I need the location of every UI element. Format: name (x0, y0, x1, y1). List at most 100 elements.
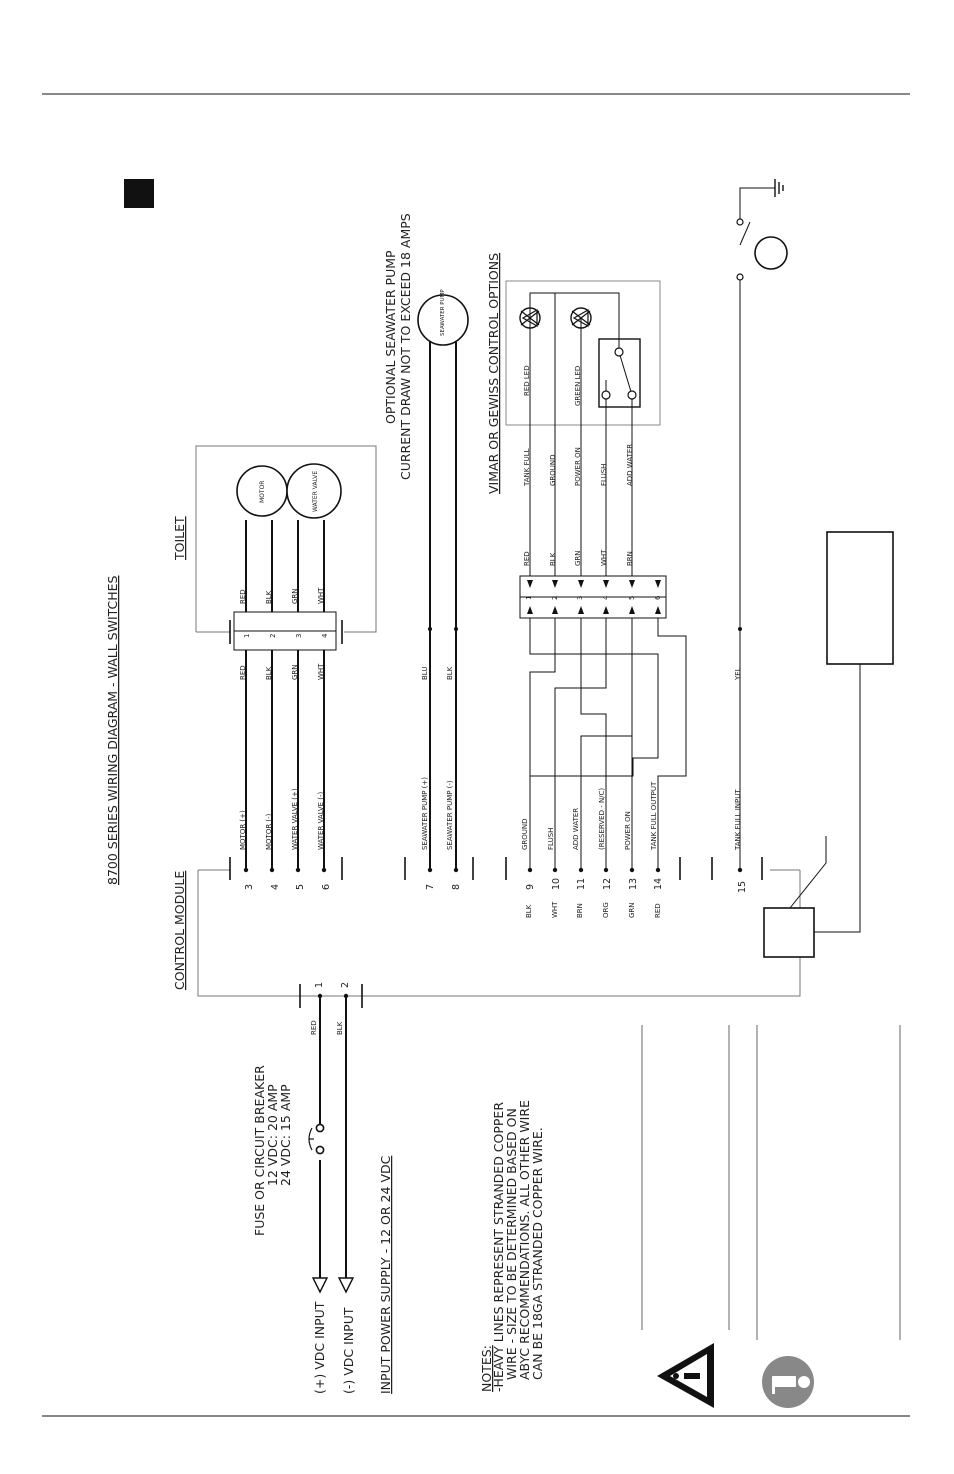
module-pin-5: 5 (295, 884, 306, 890)
switch-pin-6: 6 (654, 595, 662, 600)
label-ground: GROUND (521, 818, 529, 850)
fuse-line1: FUSE OR CIRCUIT BREAKER (252, 1065, 267, 1236)
diagram-title: 8700 SERIES WIRING DIAGRAM - WALL SWITCH… (105, 575, 120, 885)
water-valve-label: WATER VALVE (312, 471, 319, 512)
label-pump-neg: SEAWATER PUMP (-) (446, 780, 454, 850)
switch-wire-5: BRN (626, 551, 634, 566)
switch-wire-1: RED (523, 551, 531, 566)
wire-color-yel: YEL (734, 667, 742, 681)
green-led-label: GREEN LED (574, 366, 582, 406)
wire-color-input-red: RED (310, 1020, 318, 1035)
vdc-neg-label: (-) VDC INPUT (341, 1307, 356, 1394)
color-pin-14: RED (654, 903, 662, 918)
toilet-pin-1: 1 (243, 634, 251, 638)
warning-icon (657, 1343, 714, 1408)
color-pin-10: WHT (551, 901, 559, 918)
switch-pin-5: 5 (628, 596, 636, 600)
control-module-outline (197, 870, 801, 997)
notes-heading: NOTES: (479, 1345, 494, 1392)
switch-wire-3: GRN (574, 550, 582, 566)
control-module-label: CONTROL MODULE (172, 871, 187, 990)
module-pin-13: 13 (628, 878, 639, 890)
switch-func-1: TANK FULL (523, 448, 531, 487)
module-pin-8: 8 (451, 884, 462, 890)
neg-input-arrow (337, 1277, 355, 1294)
label-power-on: POWER ON (624, 811, 632, 850)
small-component-box (763, 907, 815, 958)
toilet-wire-4: WHT (317, 587, 325, 604)
note-line-4: CAN BE 18GA STRANDED COPPER WIRE. (530, 1127, 545, 1380)
toilet-pin-4: 4 (321, 633, 329, 638)
toilet-pin-3: 3 (295, 634, 303, 638)
module-pin-14: 14 (653, 878, 664, 890)
wire-color-grn: GRN (291, 664, 299, 680)
pump-note-2: CURRENT DRAW NOT TO EXCEED 18 AMPS (398, 213, 413, 480)
wire-color-blk: BLK (265, 666, 273, 680)
module-pin-12: 12 (602, 878, 613, 890)
module-pin-6: 6 (321, 884, 332, 890)
toilet-pin-2: 2 (269, 634, 277, 638)
switch-wire-2: BLK (549, 552, 557, 566)
label-motor-neg: MOTOR (-) (265, 813, 273, 850)
label-valve-neg: WATER VALVE (-) (317, 791, 325, 850)
vdc-pos-label: (+) VDC INPUT (312, 1301, 327, 1394)
switch-options-label: VIMAR OR GEWISS CONTROL OPTIONS (486, 253, 501, 494)
motor-label: MOTOR (259, 481, 266, 503)
note-line-2: WIRE - SIZE TO BE DETERMINED BASED ON (504, 1108, 519, 1380)
module-pin-3: 3 (244, 884, 255, 890)
wire-color-input-blk: BLK (336, 1021, 344, 1035)
toilet-label: TOILET (172, 516, 187, 561)
label-motor-pos: MOTOR (+) (239, 810, 247, 850)
switch-pin-3: 3 (576, 596, 584, 600)
seawater-pump-symbol (417, 294, 469, 346)
label-pump-pos: SEAWATER PUMP (+) (421, 777, 429, 850)
module-pin-11: 11 (576, 878, 587, 890)
fuse-line3: 24 VDC: 15 AMP (278, 1084, 293, 1186)
toilet-wire-1: RED (239, 589, 247, 604)
fuse-symbol (308, 1123, 325, 1155)
relay-box (826, 531, 894, 665)
wire-color-pump-blk: BLK (446, 666, 454, 680)
label-flush: FLUSH (547, 828, 555, 850)
module-pin-2: 2 (340, 982, 351, 988)
switch-func-4: FLUSH (600, 464, 608, 486)
label-tank-full-input: TANK FULL INPUT (734, 789, 742, 851)
switch-func-2: GROUND (549, 454, 557, 486)
level-sensor-float (754, 236, 788, 270)
toilet-wire-2: BLK (265, 590, 273, 604)
switch-func-3: POWER ON (574, 447, 582, 486)
seawater-pump-label: SEAWATER PUMP (440, 289, 446, 336)
label-valve-pos: WATER VALVE (+) (291, 788, 299, 850)
red-led-label: RED LED (523, 365, 531, 396)
color-pin-13: GRN (628, 902, 636, 918)
wire-color-blu: BLU (421, 667, 429, 680)
label-tank-full-output: TANK FULL OUTPUT (650, 781, 658, 851)
fuse-line2: 12 VDC: 20 AMP (265, 1084, 280, 1186)
wire-color-red: RED (239, 665, 247, 680)
switch-pin-1: 1 (525, 596, 533, 600)
module-pin-10: 10 (551, 878, 562, 890)
pos-input-arrow (311, 1277, 329, 1294)
info-icon (762, 1356, 814, 1408)
wire-color-wht: WHT (317, 663, 325, 680)
switch-pin-2: 2 (551, 596, 559, 600)
module-pin-4: 4 (270, 884, 281, 890)
supply-label: INPUT POWER SUPPLY - 12 OR 24 VDC (378, 1155, 393, 1394)
pump-note-1: OPTIONAL SEAWATER PUMP (383, 250, 398, 424)
module-pin-7: 7 (425, 884, 436, 890)
note-line-3: ABYC RECOMMENDATIONS. ALL OTHER WIRE (517, 1100, 532, 1380)
ground-symbol (774, 179, 784, 197)
module-pin-15: 15 (737, 881, 748, 893)
label-reserved: (RESERVED - N/C) (598, 788, 606, 850)
switch-pin-4: 4 (602, 595, 610, 600)
color-pin-9: BLK (525, 904, 533, 918)
color-pin-12: ORG (602, 902, 610, 918)
section-marker (124, 179, 154, 208)
color-pin-11: BRN (576, 903, 584, 918)
water-valve-symbol (286, 463, 342, 519)
label-add-water: ADD WATER (572, 808, 580, 850)
switch-panel-outline (505, 280, 661, 426)
note-line-1: -HEAVY LINES REPRESENT STRANDED COPPER (491, 1102, 506, 1392)
